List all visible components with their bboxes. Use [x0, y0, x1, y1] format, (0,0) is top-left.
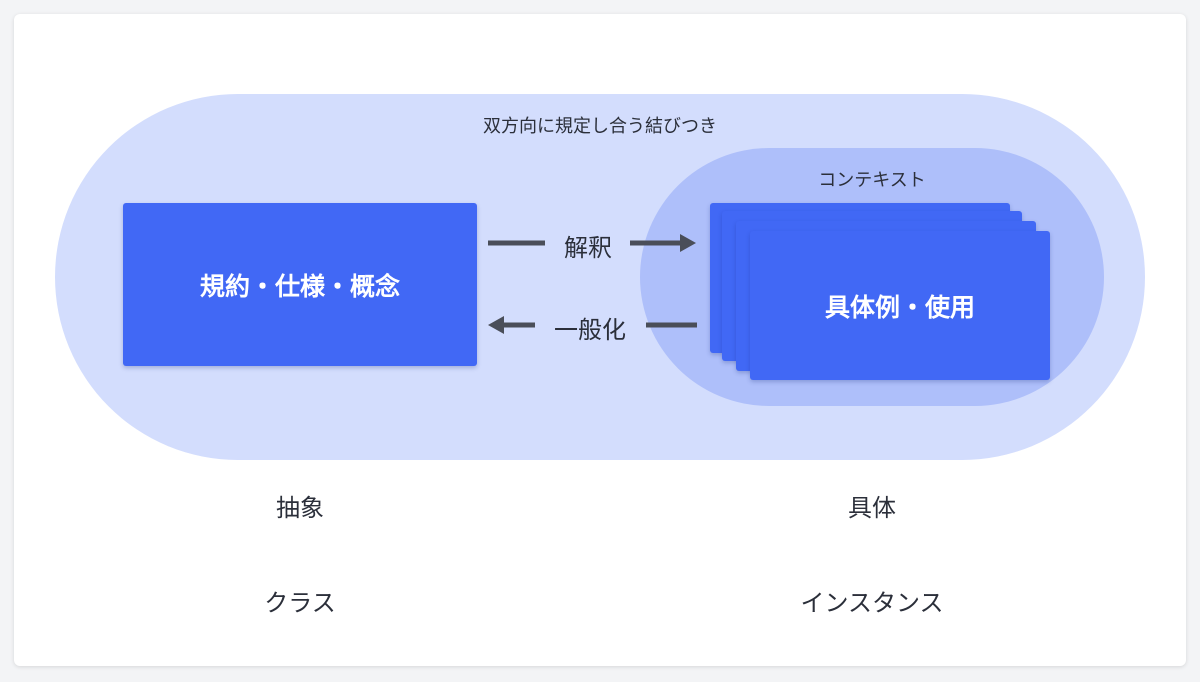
abstract-concept-box: 規約・仕様・概念: [123, 203, 477, 366]
generalize-arrow-head: [488, 316, 504, 334]
generalize-label: 一般化: [554, 316, 626, 344]
context-label: コンテキスト: [818, 170, 926, 191]
instance-card-label: 具体例・使用: [824, 292, 975, 322]
interpret-arrow: [488, 234, 696, 252]
bidirectional-relation-label: 双方向に規定し合う結びつき: [483, 116, 717, 137]
interpret-label: 解釈: [564, 234, 612, 262]
instance-card-front: 具体例・使用: [750, 231, 1050, 380]
generalize-arrow: [488, 316, 697, 334]
interpret-arrow-head: [680, 234, 696, 252]
concrete-caption: 具体: [848, 494, 896, 522]
class-caption: クラス: [264, 589, 336, 617]
abstract-concept-label: 規約・仕様・概念: [199, 271, 400, 301]
instance-caption: インスタンス: [800, 589, 944, 617]
abstract-caption: 抽象: [276, 494, 324, 522]
